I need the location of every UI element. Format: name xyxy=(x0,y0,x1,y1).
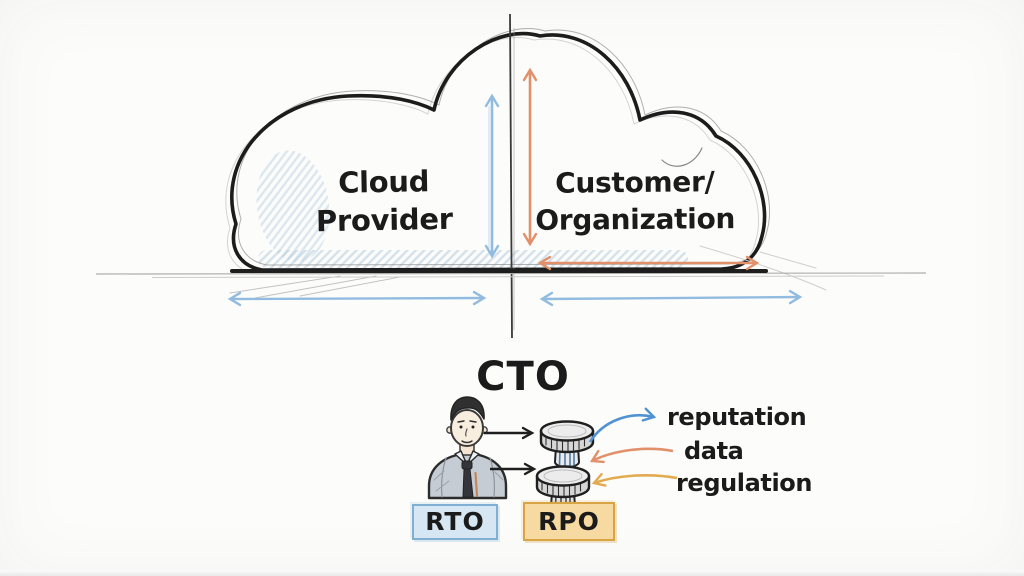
right-span-arrow xyxy=(539,289,803,307)
cloud-shading-left xyxy=(256,150,330,262)
pencil-strays-left xyxy=(229,275,401,299)
rpo-dial-knob-icon xyxy=(535,465,591,513)
regulation-arrow xyxy=(591,472,678,487)
cto-title: CTO xyxy=(476,354,570,400)
cloud-provider-label: Cloud Provider xyxy=(315,164,453,239)
rto-dial-knob-icon xyxy=(539,420,595,468)
left-span-arrow xyxy=(227,290,487,307)
provider-vertical-arrow xyxy=(484,93,500,259)
baseline xyxy=(95,269,927,278)
impact-label-reputation: reputation xyxy=(667,403,807,431)
reputation-arrow xyxy=(588,407,657,443)
pencil-strays-right xyxy=(699,245,827,291)
customer-organization-label: Customer/ Organization xyxy=(535,165,736,237)
impact-label-regulation: regulation xyxy=(676,469,813,497)
divider-line xyxy=(509,13,515,339)
data-arrow xyxy=(589,447,674,464)
rto-badge: RTO xyxy=(412,504,498,540)
cto-person-icon xyxy=(427,396,508,500)
rpo-badge: RPO xyxy=(523,502,615,541)
cloud-curl-stroke xyxy=(661,147,703,167)
impact-label-data: data xyxy=(684,437,744,465)
